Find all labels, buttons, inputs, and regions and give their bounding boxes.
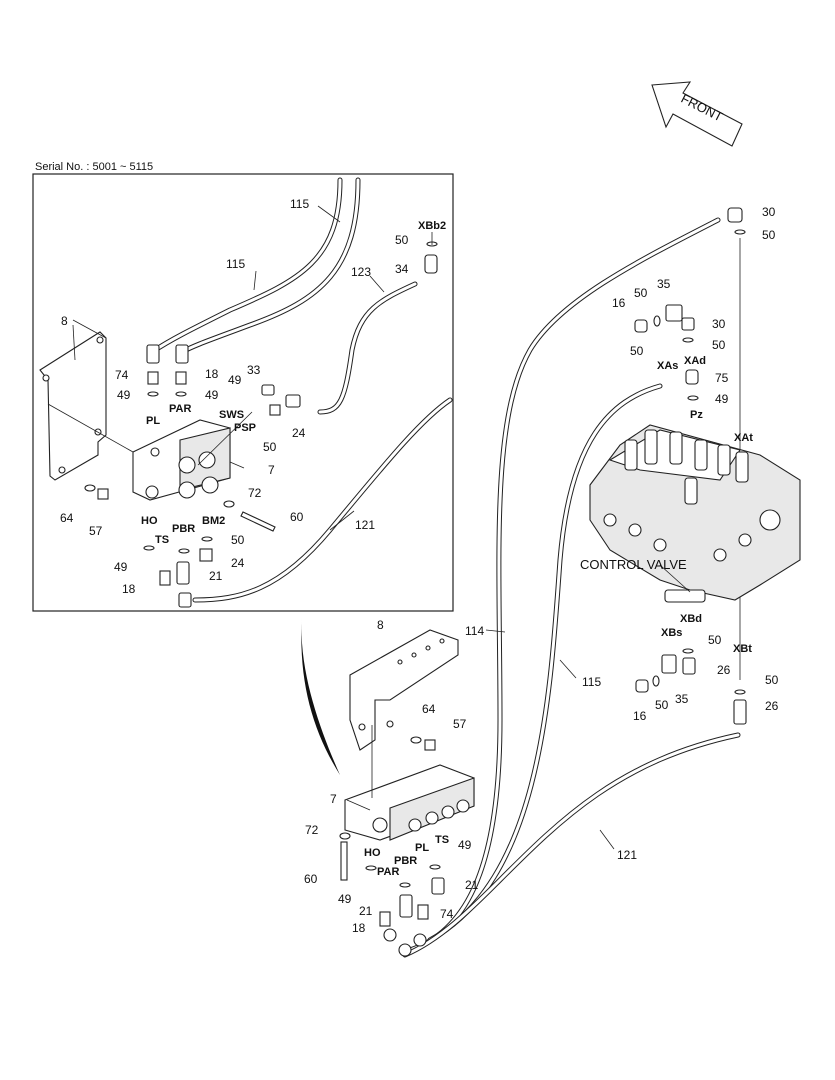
inset-label-bm2: BM2	[202, 515, 225, 527]
inset-label-ts: TS	[155, 534, 169, 546]
main-label-26a: 26	[717, 663, 731, 677]
inset-label-pbr: PBR	[172, 523, 195, 535]
inset-label-21: 21	[209, 569, 223, 583]
inset-label-8: 8	[61, 314, 68, 328]
main-labels: 30 50 35 16 50 30 50 50 XAs XAd 75 49 Pz…	[304, 205, 779, 935]
inset-label-64: 64	[60, 511, 74, 525]
inset-label-ho: HO	[141, 515, 158, 527]
main-label-xad: XAd	[684, 355, 706, 367]
inset-label-pl: PL	[146, 415, 160, 427]
inset-label-57: 57	[89, 524, 103, 538]
inset-label-50a: 50	[395, 233, 409, 247]
main-label-16a: 16	[612, 296, 626, 310]
main-label-26b: 26	[765, 699, 779, 713]
inset-label-60: 60	[290, 510, 304, 524]
inset-label-33: 33	[247, 363, 261, 377]
main-label-50d: 50	[712, 338, 726, 352]
inset-label-74: 74	[115, 368, 129, 382]
main-label-30b: 30	[712, 317, 726, 331]
main-label-pz: Pz	[690, 409, 703, 421]
main-label-35b: 35	[675, 692, 689, 706]
main-label-115: 115	[582, 675, 601, 689]
inset-label-psp: PSP	[234, 422, 256, 434]
inset-label-7: 7	[268, 463, 275, 477]
front-arrow: FRONT	[651, 81, 743, 147]
inset-label-72: 72	[248, 486, 262, 500]
main-label-64: 64	[422, 702, 436, 716]
main-label-60: 60	[304, 872, 318, 886]
main-label-50c: 50	[630, 344, 644, 358]
inset-label-xbb2: XBb2	[418, 220, 446, 232]
main-label-16b: 16	[633, 709, 647, 723]
inset-label-50c: 50	[231, 533, 245, 547]
main-label-35a: 35	[657, 277, 671, 291]
inset-label-115a: 115	[290, 197, 309, 211]
main-label-7: 7	[330, 792, 337, 806]
main-label-21b: 21	[359, 904, 373, 918]
main-label-xas: XAs	[657, 360, 678, 372]
main-label-xbs: XBs	[661, 627, 682, 639]
main-detail	[301, 207, 801, 958]
main-label-50f: 50	[765, 673, 779, 687]
main-label-72: 72	[305, 823, 319, 837]
main-label-49b: 49	[458, 838, 472, 852]
main-label-par: PAR	[377, 866, 399, 878]
inset-detail	[39, 177, 453, 608]
inset-label-121: 121	[355, 518, 375, 532]
inset-label-par: PAR	[169, 403, 191, 415]
main-label-18: 18	[352, 921, 366, 935]
main-label-xat: XAt	[734, 432, 753, 444]
main-label-75: 75	[715, 371, 729, 385]
inset-label-49d: 49	[114, 560, 128, 574]
inset-label-123: 123	[351, 265, 371, 279]
main-label-50g: 50	[655, 698, 669, 712]
main-label-xbd: XBd	[680, 613, 702, 625]
main-label-30a: 30	[762, 205, 776, 219]
main-label-49c: 49	[338, 892, 352, 906]
serial-note: Serial No. : 5001 ~ 5115	[35, 161, 153, 173]
main-label-xbt: XBt	[733, 643, 752, 655]
inset-label-18a: 18	[205, 367, 219, 381]
valve-spools	[624, 429, 749, 505]
main-label-50e: 50	[708, 633, 722, 647]
main-label-ts: TS	[435, 834, 449, 846]
main-label-114: 114	[465, 624, 484, 638]
inset-label-50b: 50	[263, 440, 277, 454]
main-label-21a: 21	[465, 878, 479, 892]
inset-label-34: 34	[395, 262, 409, 276]
inset-label-24a: 24	[292, 426, 306, 440]
main-label-57: 57	[453, 717, 467, 731]
main-label-8: 8	[377, 618, 384, 632]
main-label-ho: HO	[364, 847, 381, 859]
main-label-121: 121	[617, 848, 637, 862]
inset-labels: 115 115 123 XBb2 50 34 8 74 18 49 49 PL …	[60, 197, 446, 596]
main-label-74: 74	[440, 907, 454, 921]
main-label-49a: 49	[715, 392, 729, 406]
main-label-pl: PL	[415, 842, 429, 854]
inset-label-18b: 18	[122, 582, 136, 596]
inset-label-24b: 24	[231, 556, 245, 570]
inset-label-sws: SWS	[219, 409, 244, 421]
inset-label-49b: 49	[205, 388, 219, 402]
inset-label-115b: 115	[226, 257, 245, 271]
control-valve-label: CONTROL VALVE	[580, 557, 687, 572]
inset-label-49c: 49	[228, 373, 242, 387]
main-label-pbr: PBR	[394, 855, 417, 867]
inset-frame	[32, 173, 454, 612]
main-label-50a: 50	[762, 228, 776, 242]
main-label-50b: 50	[634, 286, 648, 300]
inset-label-49a: 49	[117, 388, 131, 402]
